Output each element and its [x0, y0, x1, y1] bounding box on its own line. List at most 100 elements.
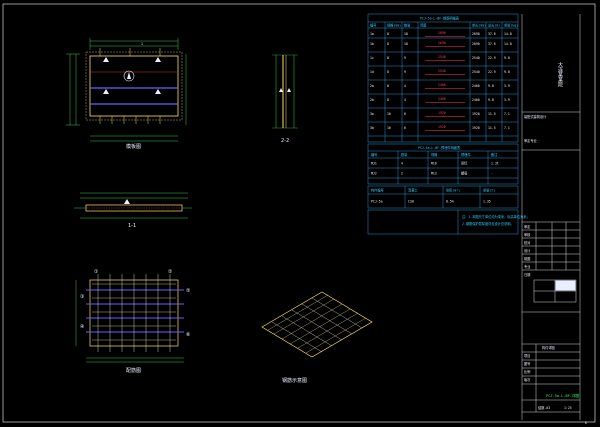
title-block-label: 设计 — [524, 248, 531, 253]
key-plan-highlight — [555, 280, 576, 291]
rebar-table-cell: 1c — [370, 56, 374, 60]
note-line: 注：1.本图尺寸单位均为毫米，标高单位为米； — [462, 214, 530, 219]
summary-table-header-cell: 体积(m³) — [446, 188, 460, 193]
rebar-table-cell: 3.9 — [504, 84, 510, 88]
section-label: 1-1 — [128, 223, 136, 229]
title-block-label: 比例 — [524, 369, 530, 374]
rebar-table-cell: 18 — [404, 42, 408, 46]
project-stamp: 装配式建筑设计 — [524, 114, 547, 119]
summary-table-cell: 1.35 — [483, 200, 491, 204]
summary-table-header: 构件编号混凝土体积(m³)重量(t) — [371, 188, 495, 193]
lifting-point-icon — [123, 70, 135, 82]
rebar-shape-length: 2460 — [438, 83, 446, 87]
embed-table-header-cell: 备注 — [491, 152, 498, 157]
summary-table-header-cell: 重量(t) — [483, 188, 495, 193]
rebar-table-cell: 2460 — [472, 84, 480, 88]
rebar-table-cell: 6 — [404, 112, 406, 116]
rebar-table-cell: 2b — [370, 98, 374, 102]
triangle-marker-icon — [103, 89, 109, 94]
note-line: 2.钢筋保护层厚度详见设计总说明。 — [462, 221, 514, 226]
title-block-label: 版次 — [524, 377, 531, 382]
grid-bubble: ① — [94, 269, 99, 275]
rebar-shape-length: 2540 — [438, 69, 446, 73]
summary-table-header-cell: 混凝土 — [408, 188, 418, 193]
grid-bubble: ④ — [80, 324, 85, 330]
title-block-label: 项目 — [524, 354, 530, 358]
rebar-table-cell: 2540 — [472, 70, 480, 74]
plan-view-title: 模板图 — [126, 143, 141, 150]
notes-block: 注：1.本图尺寸单位均为毫米，标高单位为米； 2.钢筋保护层厚度详见设计总说明。 — [367, 209, 530, 235]
rebar-table-cell: 2460 — [472, 98, 480, 102]
rebar-table-header-cell: 简图 — [420, 23, 426, 28]
grid-bubble: ⑥ — [186, 332, 191, 338]
rebar-table-cell: 9.8 — [488, 98, 494, 102]
elevation-marker-icon — [287, 88, 291, 92]
rebar-table-cell: 8 — [387, 32, 389, 36]
embed-table-header-cell: 预埋件 — [461, 152, 471, 157]
rebar-table-cell: 11.5 — [488, 126, 496, 130]
rebar-table-cell: 22.9 — [488, 56, 496, 60]
rebar-plan-title: 配筋图 — [126, 367, 141, 374]
title-block — [521, 14, 581, 420]
rebar-table-cell: 1b — [370, 42, 374, 46]
rebar-table-cell: 6 — [404, 126, 406, 130]
rebar-table-cell: 7.1 — [504, 112, 510, 116]
drawing-title: PCJ-5a-L-BF-详图 — [546, 393, 580, 398]
drawing-scale: 1:25 — [564, 406, 572, 410]
isometric-view: 钢筋示意图 — [261, 291, 373, 384]
rebar-table-cell: 3b — [370, 126, 374, 130]
title-block-label: 专业 — [524, 264, 530, 269]
level-marker: A — [125, 200, 127, 204]
embed-table-cell: M12 — [431, 172, 437, 176]
summary-table-cell: C30 — [408, 200, 414, 204]
rebar-table-cell: 8 — [387, 70, 389, 74]
embed-table-header-cell: 编号 — [371, 152, 377, 157]
rebar-table-header: 编号规格(mm)数量简图单长(mm)总长(m)重量(kg) — [370, 23, 518, 28]
elevation-label: 2-2 — [281, 138, 289, 144]
vertical-title: 大连某某院 — [557, 61, 563, 88]
rebar-shape-length: 2090 — [438, 31, 446, 35]
embed-table-header-cell: 规格 — [431, 152, 438, 157]
rebar-table-cell: 1d — [370, 70, 374, 74]
rebar-table-cell: 2540 — [472, 56, 480, 60]
rebar-table-cell: 22.9 — [488, 70, 496, 74]
rebar-table-cell: 1920 — [472, 126, 480, 130]
triangle-marker-icon — [155, 89, 161, 94]
rebar-table-header-cell: 编号 — [370, 23, 376, 28]
rebar-table-header-cell: 重量(kg) — [504, 23, 518, 28]
summary-table-cell: PCJ-5a — [371, 200, 383, 204]
rebar-table-cell: 3a — [370, 112, 374, 116]
rebar-table-cell: 4 — [404, 98, 406, 102]
rebar-table-cell: 9.0 — [504, 56, 510, 60]
rebar-table-title: PCJ-5a-L-BF-钢筋明细表 — [420, 16, 460, 21]
rebar-shape-length: 2460 — [438, 97, 446, 101]
summary-table-cell: 0.54 — [446, 200, 454, 204]
rebar-table — [367, 13, 519, 143]
rebar-shape-length: 2540 — [438, 55, 446, 59]
rebar-table-cell: 37.6 — [488, 32, 496, 36]
triangle-marker-icon — [103, 57, 109, 62]
rebar-table-cell: 3.9 — [504, 98, 510, 102]
embed-table-cell: 螺母 — [461, 171, 467, 176]
rebar-table-cell: 8 — [387, 98, 389, 102]
plan-panel-outline — [89, 55, 179, 117]
rebar-table-header-cell: 规格(mm) — [387, 23, 401, 28]
vertical-title-text: 大连某某院 — [557, 61, 563, 88]
summary-table — [367, 185, 519, 209]
embed-table-cell: MJ2 — [371, 172, 377, 176]
rebar-shape-length: 1920 — [438, 125, 446, 129]
title-block-label: 审核 — [524, 232, 531, 237]
summary-table-body: PCJ-5a C30 0.54 1.35 — [371, 200, 491, 204]
embed-table-cell: - — [491, 172, 493, 176]
rebar-table-cell: 10 — [387, 126, 391, 130]
rebar-table-cell: 7.1 — [504, 126, 510, 130]
embed-table — [367, 143, 519, 185]
rebar-table-cell: 9 — [404, 56, 406, 60]
rebar-table-cell: 4 — [404, 84, 406, 88]
embed-table-header-cell: 数量 — [401, 152, 408, 157]
embed-table-cell: 吊钉 — [461, 161, 468, 166]
embed-table-title: PCJ-5a-L-BF-预埋件明细表 — [418, 145, 461, 150]
rebar-table-cell: 9 — [404, 70, 406, 74]
